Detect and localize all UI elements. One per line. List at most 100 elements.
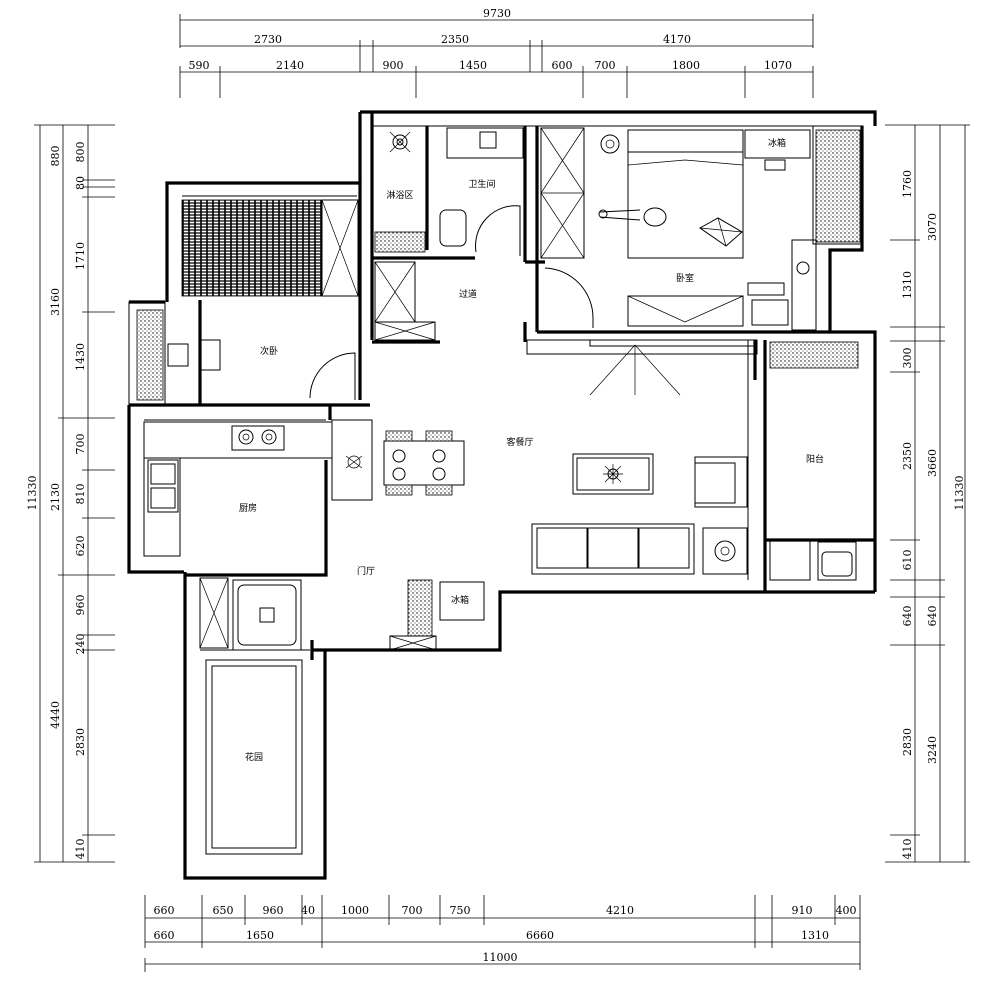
flower-icon — [603, 464, 623, 484]
dim-left-3b: 800 — [74, 142, 87, 163]
dim-bot-1b: 650 — [213, 904, 234, 917]
room-label-master-bedroom: 卧室 — [676, 272, 694, 284]
dim-right-3f: 640 — [901, 606, 914, 627]
dim-right-3a: 1760 — [901, 170, 914, 198]
dim-top-3g: 1800 — [672, 59, 700, 72]
room-label-second-bedroom: 次卧 — [260, 345, 278, 357]
exterior-walls — [127, 110, 877, 880]
bathroom-area: 淋浴区 卫生间 — [374, 127, 524, 256]
dim-bot-total: 11000 — [483, 951, 518, 964]
lamp-icon — [600, 134, 620, 154]
room-label-living-dining: 客餐厅 — [506, 436, 533, 448]
person-figure-icon — [598, 207, 667, 227]
dim-right-3e: 610 — [901, 550, 914, 571]
dim-top-2a: 2730 — [254, 33, 282, 46]
dim-top-3d: 1450 — [459, 59, 487, 72]
dim-left-3h: 620 — [74, 536, 87, 557]
dim-left-2a: 3160 — [49, 288, 62, 316]
dim-left-3f: 700 — [74, 434, 87, 455]
dim-right-3h: 410 — [901, 839, 914, 860]
dim-right-2b: 3660 — [926, 449, 939, 477]
room-label-corridor: 过道 — [459, 288, 477, 300]
dim-left-3g: 810 — [74, 484, 87, 505]
left-dimensions: 11330 3160 2130 4440 880 800 80 1710 143… — [26, 124, 115, 863]
dim-right-2c: 640 — [926, 606, 939, 627]
dim-bot-1j: 400 — [836, 904, 857, 917]
coffee-table — [572, 453, 654, 495]
room-label-entrance: 门厅 — [357, 565, 375, 577]
kitchen-sink-icon — [147, 459, 179, 513]
dim-right-3b: 1310 — [901, 271, 914, 299]
dim-left-3c: 80 — [74, 176, 87, 190]
dim-right-total: 11330 — [953, 476, 966, 511]
interior-walls — [144, 112, 875, 660]
windows — [128, 125, 864, 406]
toilet-icon — [439, 209, 467, 247]
dim-top-2c: 4170 — [663, 33, 691, 46]
dim-top-2b: 2350 — [441, 33, 469, 46]
dim-top-3a: 590 — [189, 59, 210, 72]
dim-bot-2d: 1310 — [801, 929, 829, 942]
bottom-dimensions: 660 650 960 40 1000 700 750 4210 910 400… — [144, 895, 861, 972]
dim-left-2b: 2130 — [49, 483, 62, 511]
right-dimensions: 11330 3070 3660 640 3240 1760 1310 300 2… — [885, 124, 970, 863]
small-label: 冰箱 — [768, 137, 786, 149]
dim-left-3j: 240 — [74, 634, 87, 655]
dim-left-2c: 4440 — [49, 701, 62, 729]
dim-bot-2a: 660 — [154, 929, 175, 942]
dim-right-2a: 3070 — [926, 213, 939, 241]
stove-icon — [231, 425, 285, 451]
dim-bot-1c: 960 — [263, 904, 284, 917]
room-label-shower: 淋浴区 — [386, 189, 413, 201]
second-bedroom-area: 次卧 — [167, 199, 359, 400]
lamp-icon-2 — [796, 261, 810, 275]
entrance-label: 冰箱 — [451, 594, 469, 606]
room-label-kitchen: 厨房 — [239, 502, 257, 514]
balcony-area: 阳台 — [769, 341, 859, 581]
dim-top-3b: 2140 — [276, 59, 304, 72]
dim-left-3a: 880 — [49, 146, 62, 167]
corridor-area: 过道 — [374, 261, 477, 341]
dim-bot-2b: 1650 — [246, 929, 274, 942]
living-dining-area: 客餐厅 — [383, 340, 749, 580]
kitchen-area: 厨房 — [143, 419, 373, 557]
dim-bot-1g: 750 — [450, 904, 471, 917]
dim-top-3c: 900 — [383, 59, 404, 72]
pillow-icon — [699, 217, 743, 247]
room-label-garden: 花园 — [245, 751, 263, 763]
washing-machine-icon — [821, 551, 853, 577]
dim-left-3l: 410 — [74, 839, 87, 860]
top-dimensions: 9730 2730 2350 4170 590 2140 900 1450 60… — [179, 7, 814, 98]
dim-top-3e: 600 — [552, 59, 573, 72]
entrance-area: 冰箱 门厅 — [357, 565, 485, 651]
dim-left-total: 11330 — [26, 476, 39, 511]
dim-left-3k: 2830 — [74, 728, 87, 756]
dining-chairs — [385, 430, 453, 496]
garden-area: 花园 — [199, 577, 303, 855]
dim-left-3d: 1710 — [74, 242, 87, 270]
dim-left-3e: 1430 — [74, 343, 87, 371]
dim-top-3f: 700 — [595, 59, 616, 72]
dim-left-3i: 960 — [74, 595, 87, 616]
dim-top-3h: 1070 — [764, 59, 792, 72]
dim-bot-1a: 660 — [154, 904, 175, 917]
room-label-bathroom: 卫生间 — [468, 178, 495, 190]
dim-right-3g: 2830 — [901, 728, 914, 756]
master-bedroom-area: 卧室 冰箱 — [540, 127, 817, 331]
dim-right-2d: 3240 — [926, 736, 939, 764]
dim-top-total: 9730 — [483, 7, 511, 20]
side-table-lamp-icon — [702, 527, 748, 575]
shower-head-icon — [389, 131, 411, 153]
dim-bot-1h: 4210 — [606, 904, 634, 917]
dim-bot-1f: 700 — [402, 904, 423, 917]
room-label-balcony: 阳台 — [806, 453, 824, 465]
dining-table — [383, 440, 465, 486]
dim-bot-1d: 40 — [301, 904, 315, 917]
sink-icon — [479, 131, 497, 149]
armchair — [694, 456, 748, 508]
dim-right-3c: 300 — [901, 348, 914, 369]
dim-right-3d: 2350 — [901, 442, 914, 470]
dim-bot-2c: 6660 — [526, 929, 554, 942]
dim-bot-1e: 1000 — [341, 904, 369, 917]
